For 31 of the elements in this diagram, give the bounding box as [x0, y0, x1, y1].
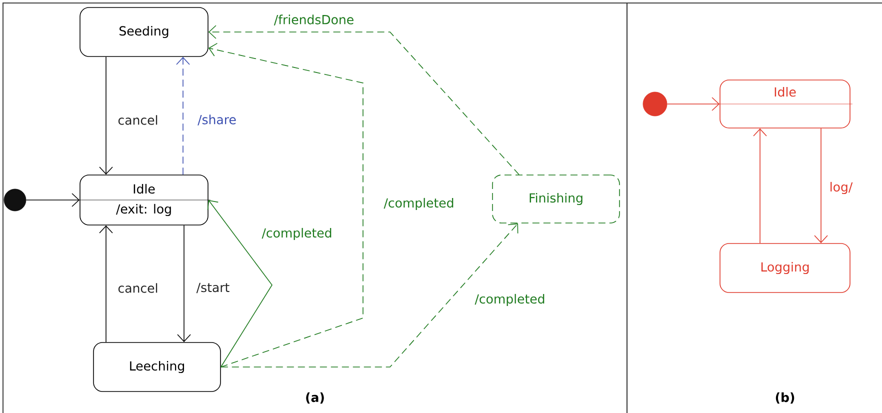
transition-arrow	[753, 128, 767, 244]
state-box: Leeching	[93, 342, 221, 392]
edge-label: /completed	[474, 292, 546, 308]
edge-label: log/	[828, 180, 854, 196]
initial-state-dot	[642, 92, 668, 116]
transition-arrow	[207, 200, 272, 368]
edge-label: cancel	[116, 114, 160, 126]
transition-arrow	[177, 225, 191, 342]
transition-arrow	[208, 25, 520, 175]
edge-label: /completed	[260, 226, 334, 242]
state-box: Idle /exit: log	[79, 174, 211, 226]
transition-arrow	[99, 225, 113, 342]
transition-arrow	[176, 56, 190, 175]
transition-arrow	[208, 42, 364, 368]
panel-label: (a)	[306, 392, 324, 404]
edge-label: /start	[195, 282, 231, 294]
initial-state-dot	[4, 188, 26, 212]
edge-label: /completed	[382, 196, 456, 212]
transition-arrow	[814, 128, 828, 244]
state-box: Finishing	[492, 174, 620, 224]
transition-arrow	[26, 193, 80, 207]
transition-arrow	[99, 56, 113, 175]
edge-label: /share	[196, 114, 238, 126]
state-box: Seeding	[80, 7, 208, 57]
transition-arrow	[666, 97, 720, 111]
state-box: Idle	[719, 80, 853, 128]
panel-label: (b)	[776, 392, 794, 404]
transition-arrow	[220, 223, 518, 368]
edge-label: /friendsDone	[272, 14, 356, 26]
state-box: Logging	[720, 243, 850, 293]
edge-label: cancel	[116, 282, 160, 294]
